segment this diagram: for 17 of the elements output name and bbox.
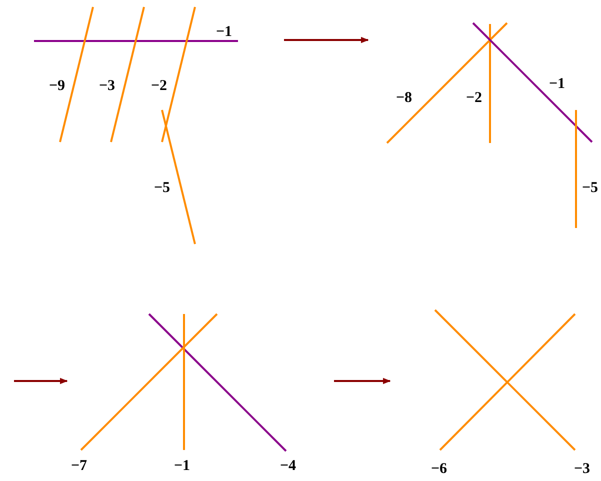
line-weight-label: −1 xyxy=(174,458,190,474)
line-weight-label: −2 xyxy=(150,78,168,94)
arrow xyxy=(14,378,68,384)
line-weight-label: −5 xyxy=(582,180,598,196)
line-weight-label: −9 xyxy=(48,78,66,94)
line-weight-label: −7 xyxy=(70,458,88,474)
line-weight-label: −3 xyxy=(98,78,116,94)
line-weight-label: −1 xyxy=(216,24,232,40)
line-weight-label: −5 xyxy=(154,180,170,196)
line-weight-label: −1 xyxy=(548,76,566,92)
line-weight-label: −3 xyxy=(574,461,590,477)
line-weight-label: −8 xyxy=(396,90,412,106)
line-weight-label: −4 xyxy=(280,458,296,474)
line-weight-label: −2 xyxy=(466,90,482,106)
line-weight-label: −6 xyxy=(430,461,448,477)
arrow xyxy=(334,378,391,384)
arrow xyxy=(284,36,369,44)
